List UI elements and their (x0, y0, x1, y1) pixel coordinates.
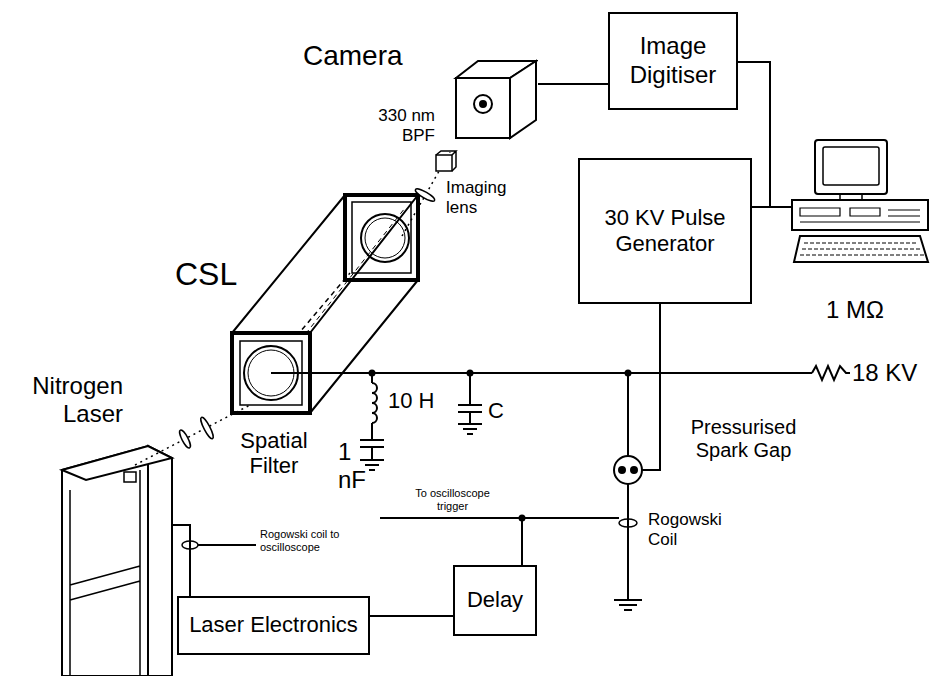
process-box: Laser Electronics (177, 596, 370, 655)
trigger-wire (642, 304, 660, 470)
keyboard-keys (800, 243, 924, 255)
computer-unit (792, 200, 928, 230)
inductor-symbol (372, 383, 377, 423)
camera-front (456, 78, 510, 138)
inductor-lead (371, 423, 373, 440)
capacitor-symbol (458, 405, 482, 412)
junction-dot (520, 516, 525, 521)
laser-beam (135, 405, 250, 465)
part-label: Pressurised Spark Gap (676, 416, 811, 462)
box-text: Delay (461, 587, 529, 613)
oscilloscope-wire (198, 544, 256, 546)
trigger-signal-wire (380, 517, 619, 519)
laser-panel (70, 470, 140, 676)
delay-wire (521, 518, 523, 565)
spark-gap-electrode (619, 467, 625, 473)
part-label: Rogowski Coil (648, 510, 730, 549)
computer-monitor (815, 140, 887, 194)
process-box: 30 KV Pulse Generator (578, 158, 752, 304)
filter-symbol (436, 155, 452, 171)
rogowski-coil-symbol (182, 541, 198, 549)
camera-lens-centre (480, 101, 486, 107)
voltage-label: 18 KV (852, 359, 930, 387)
process-box: Image Digitiser (608, 12, 738, 110)
camera-symbol (448, 58, 538, 143)
resistor-value: 1 MΩ (826, 296, 906, 324)
box-text: Image Digitiser (616, 32, 730, 90)
part-label: Spatial Filter (228, 428, 320, 479)
lens-label: Imaging lens (446, 178, 516, 217)
signal-label: To oscilloscope trigger (405, 487, 500, 512)
control-wire (752, 206, 792, 208)
laser-housing-top (62, 446, 172, 480)
filter-label: 330 nm BPF (355, 106, 435, 145)
capacitor-lead (469, 373, 471, 405)
laser-control-wire (172, 525, 190, 596)
laser-housing-side (148, 446, 172, 676)
camera-lens (474, 95, 492, 113)
part-label: Nitrogen Laser (5, 372, 123, 427)
connector-line (370, 615, 453, 617)
csl-back-inner (352, 202, 411, 273)
laser-housing (62, 446, 148, 676)
ground-wire (627, 484, 629, 600)
rogowski-coil-symbol (619, 519, 637, 527)
inductor-value: 10 H (388, 388, 448, 413)
camera-node: Camera (448, 58, 538, 143)
connector-line (538, 83, 608, 85)
ground-symbol (458, 424, 482, 434)
spark-gap-symbol (614, 456, 642, 484)
electrode-wire (271, 372, 812, 374)
spark-gap-electrode (631, 467, 637, 473)
junction-dot (370, 371, 375, 376)
capacitor-symbol (360, 440, 384, 447)
box-text: 30 KV Pulse Generator (586, 205, 744, 258)
box-text: Laser Electronics (185, 612, 362, 638)
process-box: Delay (453, 565, 537, 636)
csl-tube (232, 195, 418, 413)
camera-body (456, 61, 536, 138)
capacitor-lead (469, 412, 471, 424)
junction-dot (468, 371, 473, 376)
spatial-filter-lens (178, 429, 193, 450)
part-label: CSL (175, 256, 255, 293)
spatial-filter-lens (199, 416, 215, 440)
imaging-lens-symbol (414, 187, 436, 203)
filter-symbol (436, 151, 456, 171)
laser-aperture (124, 472, 136, 482)
signal-label: Rogowski coil to oscilloscope (260, 528, 340, 553)
camera-label: Camera (303, 40, 403, 72)
spark-gap-wire (627, 373, 629, 456)
camera-side (510, 61, 536, 138)
capacitor-label: 1 nF (338, 438, 368, 493)
computer-unit-detail (800, 208, 920, 222)
capacitor-value: C (488, 398, 548, 423)
keyboard-symbol (794, 236, 928, 262)
csl-inner-edge (300, 208, 405, 341)
apparatus-group (62, 62, 928, 676)
resistor-symbol (812, 366, 850, 380)
ground-symbol (614, 600, 642, 610)
computer-screen (823, 147, 879, 185)
capacitor-lead (371, 447, 373, 460)
